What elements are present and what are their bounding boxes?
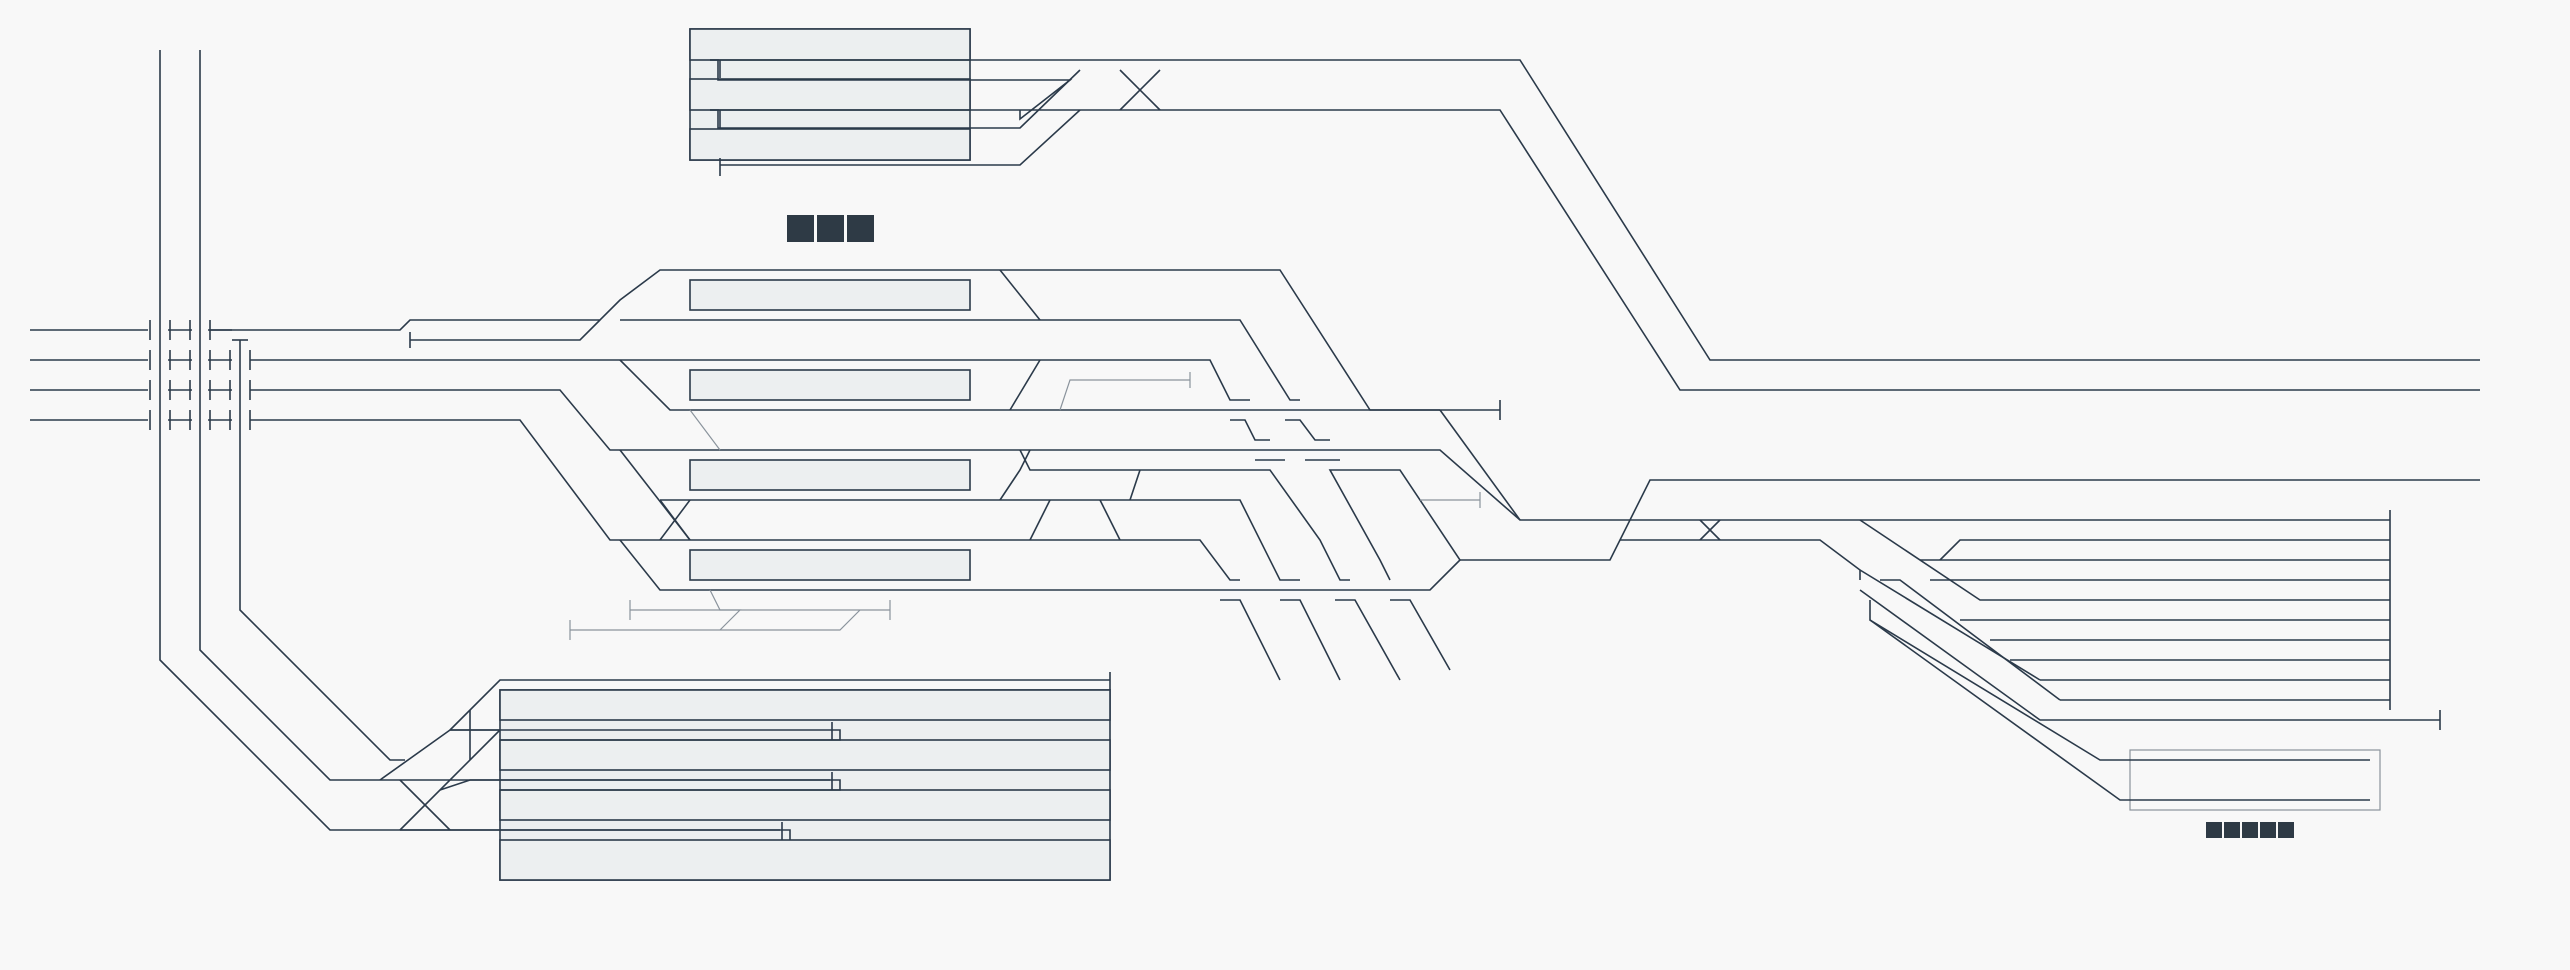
platform-main-2 (689, 369, 971, 401)
left-approach-tracks (30, 320, 251, 430)
platform-group-main (689, 279, 971, 581)
platform-south-4 (499, 839, 1111, 881)
north-yard-tracks (710, 59, 2480, 391)
platform-group-south (499, 689, 1111, 881)
depot-outline (2129, 749, 2381, 811)
east-yard-tracks (1859, 510, 2441, 801)
platform-south-3 (499, 789, 1111, 821)
south-terminal-tracks (379, 672, 1111, 840)
signal-stubs (1220, 419, 1451, 681)
platform-main-3 (689, 459, 971, 491)
platform-north-2 (689, 78, 971, 111)
platform-north-1 (689, 28, 971, 61)
platform-north-3 (689, 128, 971, 161)
five-square-blocks-icon (2206, 822, 2294, 838)
platform-main-1 (689, 279, 971, 311)
platform-south-1 (499, 689, 1111, 721)
platform-main-4 (689, 549, 971, 581)
platform-group-north (689, 28, 971, 161)
three-square-blocks-icon (787, 215, 874, 242)
platform-south-2 (499, 739, 1111, 771)
main-station-tracks (210, 269, 2480, 640)
